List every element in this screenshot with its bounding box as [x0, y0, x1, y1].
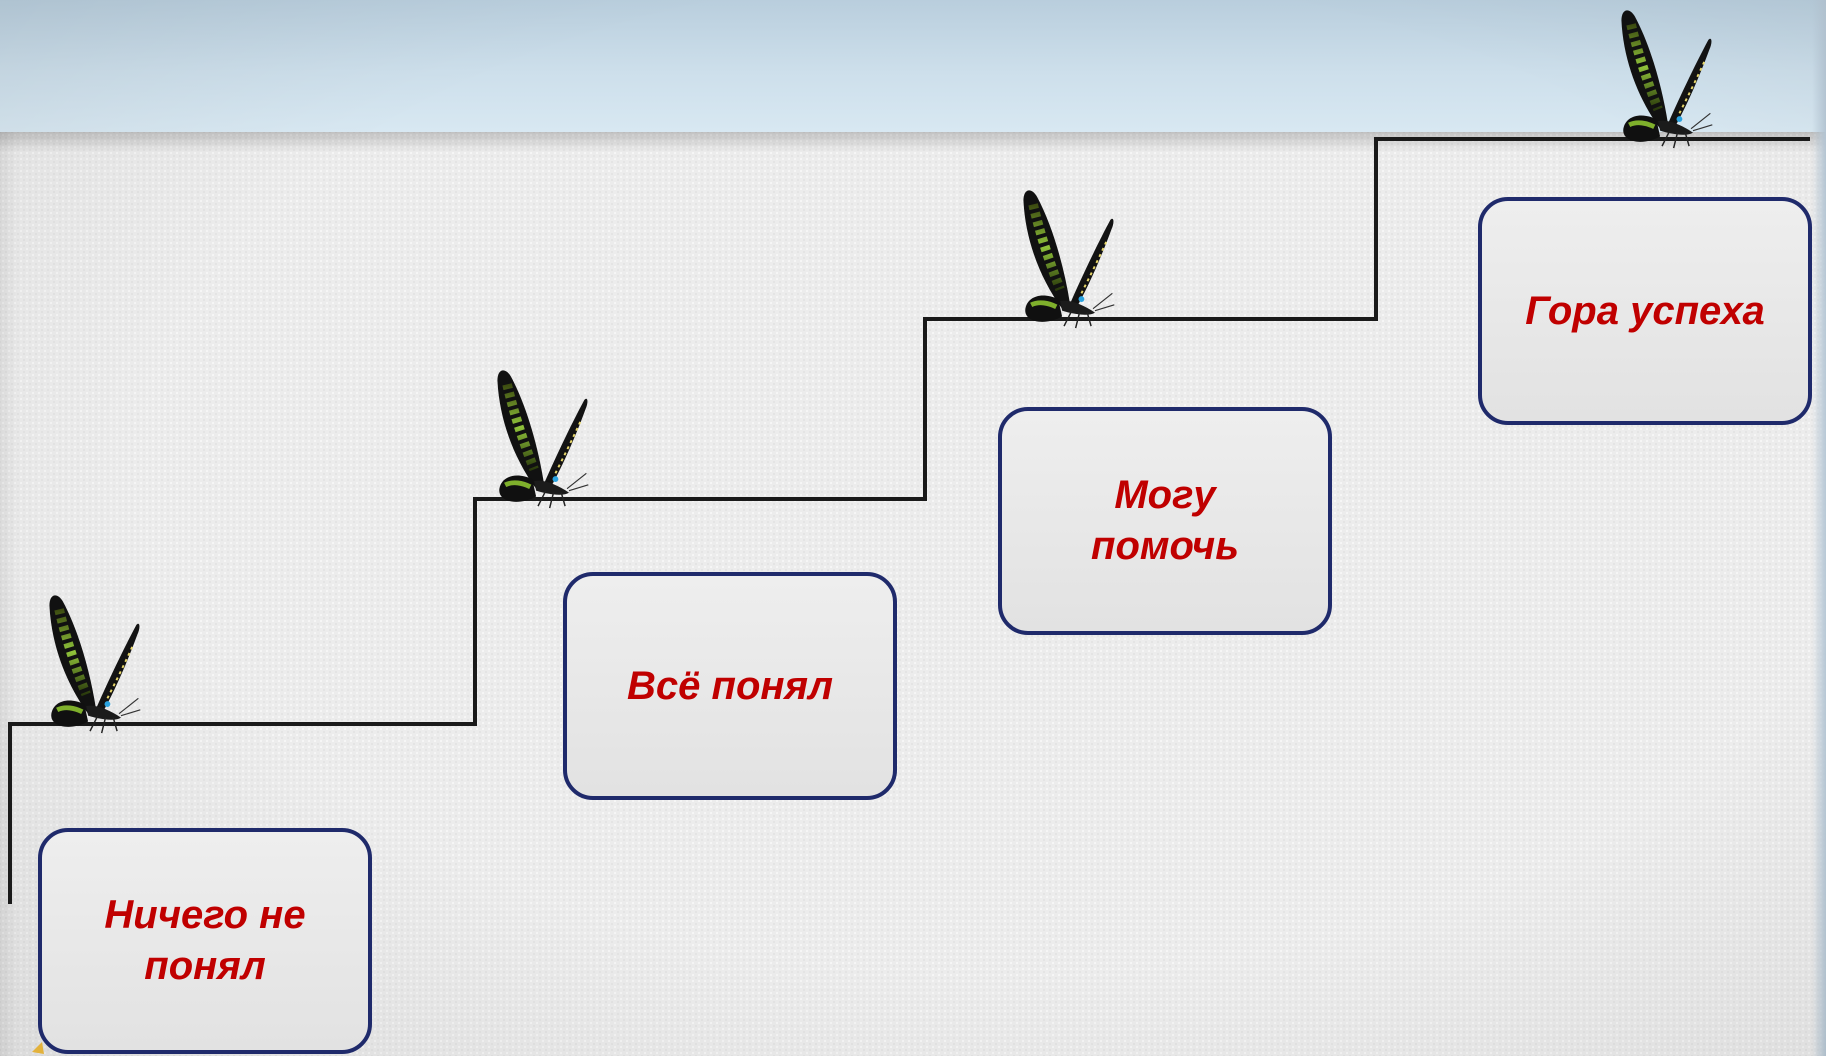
step-label: Гора успеха [1525, 288, 1765, 333]
step-box-2: Всё понял [563, 572, 897, 800]
step-label: Ничего не понял [104, 893, 306, 988]
step-box-4: Гора успеха [1478, 197, 1812, 425]
step-box-3: Могу помочь [998, 407, 1332, 635]
butterfly-icon [484, 365, 594, 510]
butterfly-icon [1608, 5, 1718, 150]
header-shadow [0, 132, 1826, 152]
butterfly-icon [36, 590, 146, 735]
step-label: Могу помочь [1091, 473, 1239, 568]
right-edge-strip [1812, 0, 1826, 1056]
left-edge-shadow [0, 132, 18, 1056]
corner-decoration [32, 1042, 44, 1054]
step-box-1: Ничего не понял [38, 828, 372, 1054]
butterfly-icon [1010, 185, 1120, 330]
step-label: Всё понял [627, 663, 833, 708]
header-band [0, 0, 1826, 132]
